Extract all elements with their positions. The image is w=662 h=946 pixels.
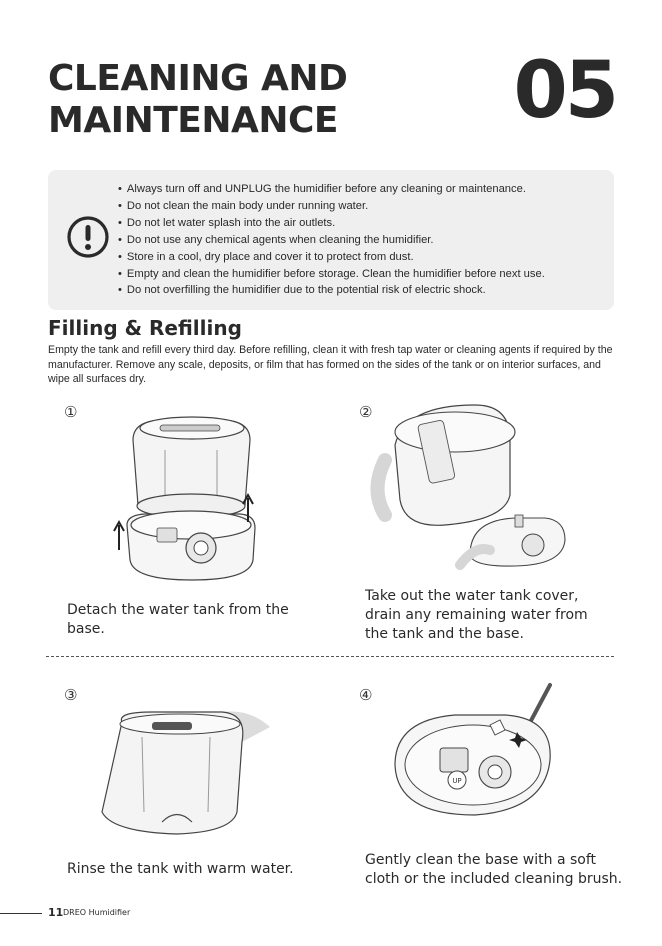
tank-rinse-illustration xyxy=(101,711,270,835)
footer-rule xyxy=(0,913,42,914)
warning-item: Do not let water splash into the air out… xyxy=(118,215,545,232)
warning-item: Store in a cool, dry place and cover it … xyxy=(118,249,545,266)
warning-list: Always turn off and UNPLUG the humidifie… xyxy=(118,181,545,299)
step-3-number: ③ xyxy=(64,686,78,704)
humidifier-detach-illustration xyxy=(113,416,256,581)
step-1-number: ① xyxy=(64,403,78,421)
warning-box: Always turn off and UNPLUG the humidifie… xyxy=(48,170,614,310)
up-marking: UP xyxy=(452,777,461,785)
step-2-number: ② xyxy=(359,403,373,421)
section-intro: Empty the tank and refill every third da… xyxy=(48,344,613,385)
chapter-number: 05 xyxy=(513,46,619,136)
warning-item: Empty and clean the humidifier before st… xyxy=(118,266,545,283)
step-1-caption: Detach the water tank from the base. xyxy=(67,602,289,637)
exclamation-circle-icon xyxy=(67,216,109,258)
step-2-caption: Take out the water tank cover, drain any… xyxy=(365,588,588,642)
step-4-number: ④ xyxy=(359,686,373,704)
warning-item: Always turn off and UNPLUG the humidifie… xyxy=(118,181,545,198)
step-3-caption: Rinse the tank with warm water. xyxy=(67,861,294,877)
page-title: CLEANING AND MAINTENANCE xyxy=(48,58,348,142)
warning-item: Do not clean the main body under running… xyxy=(118,198,545,215)
footer-brand: DREO Humidifier xyxy=(63,908,131,917)
title-line-1: CLEANING AND xyxy=(48,58,348,99)
warning-item: Do not use any chemical agents when clea… xyxy=(118,232,545,249)
warning-item: Do not overfilling the humidifier due to… xyxy=(118,282,545,299)
step-4-caption: Gently clean the base with a soft cloth … xyxy=(365,852,623,887)
base-clean-illustration: UP xyxy=(394,683,552,816)
section-divider xyxy=(46,656,614,657)
title-line-2: MAINTENANCE xyxy=(48,100,339,141)
tank-drain-illustration xyxy=(370,404,566,570)
section-title: Filling & Refilling xyxy=(48,316,242,340)
page-number: 11 xyxy=(48,906,64,919)
